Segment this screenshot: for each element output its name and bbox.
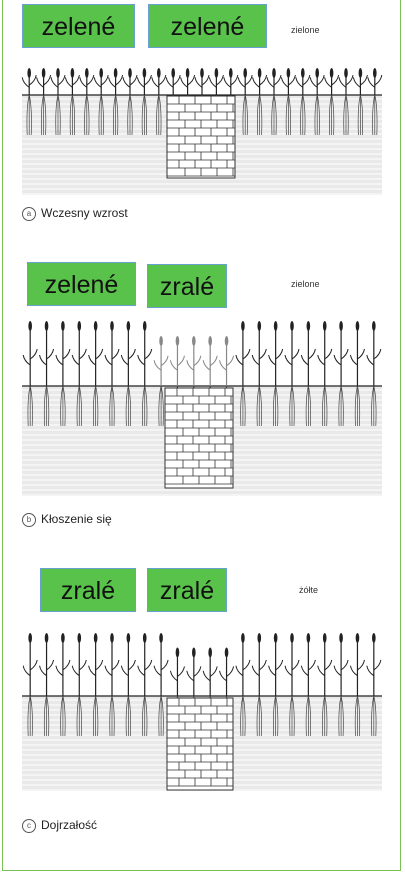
color-note: żółte	[299, 585, 318, 595]
caption-text: Wczesny wzrost	[41, 206, 128, 220]
label-tag-right: zralé	[147, 568, 227, 612]
plants-diagram-ripe	[22, 628, 387, 798]
label-tag-right: zralé	[147, 264, 227, 308]
caption-ripeness: c Dojrzałość	[22, 818, 97, 833]
label-tag-right: zelené	[148, 4, 267, 48]
color-note: zielone	[291, 279, 320, 289]
stone-wall	[167, 698, 233, 790]
plants-diagram-early	[22, 60, 387, 200]
caption-text: Kłoszenie się	[41, 512, 112, 526]
caption-early-growth: a Wczesny wzrost	[22, 206, 128, 221]
stone-wall	[165, 388, 233, 488]
label-tag-left: zelené	[27, 262, 136, 306]
caption-text: Dojrzałość	[41, 818, 97, 832]
label-tag-left: zelené	[22, 4, 135, 48]
caption-marker-a: a	[22, 207, 36, 221]
stone-wall	[167, 96, 235, 178]
label-tag-left: zralé	[40, 568, 136, 612]
color-note: zielone	[291, 25, 320, 35]
plants-diagram-heading	[22, 318, 387, 498]
caption-marker-c: c	[22, 819, 36, 833]
caption-marker-b: b	[22, 513, 36, 527]
caption-heading: b Kłoszenie się	[22, 512, 112, 527]
